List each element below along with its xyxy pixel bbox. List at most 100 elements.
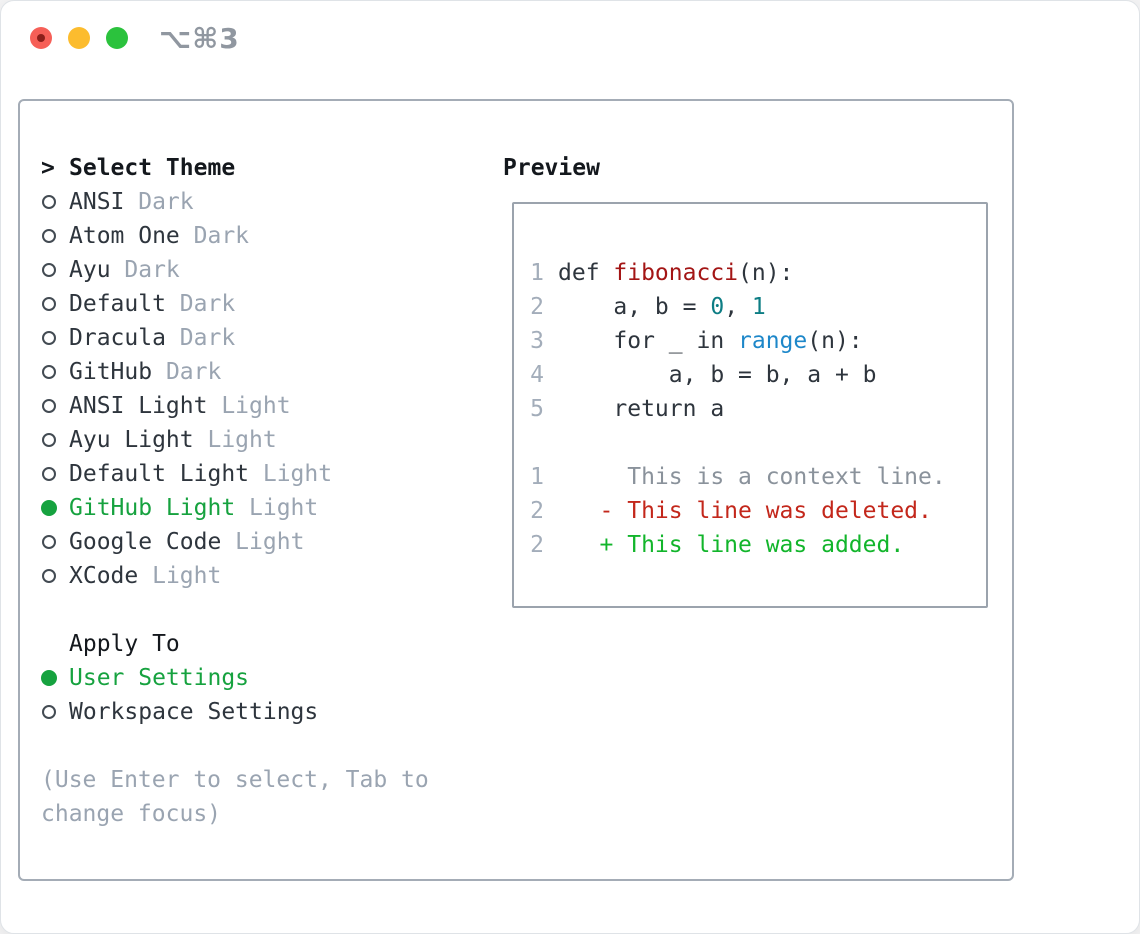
apply-option-label: Workspace Settings [69, 699, 319, 725]
line-content: + This line was added. [558, 528, 905, 562]
apply-to-header: Apply To [41, 627, 429, 661]
radio-unselected-icon [42, 263, 56, 277]
theme-option[interactable]: Ayu Light Light [41, 423, 429, 457]
select-theme-title: Select Theme [69, 155, 236, 181]
code-segment-plain: (n): [738, 260, 794, 286]
theme-name: Ayu Light [69, 427, 194, 453]
radio-cell [41, 297, 69, 311]
spacer [41, 593, 429, 627]
theme-name: XCode [69, 563, 139, 589]
select-theme-header: > Select Theme [41, 151, 429, 185]
zoom-button[interactable] [106, 27, 128, 49]
radio-cell [41, 399, 69, 413]
theme-name: GitHub [69, 359, 153, 385]
theme-name: GitHub Light [69, 495, 236, 521]
python-code-line: 4 a, b = b, a + b [530, 358, 946, 392]
theme-variant: Light [249, 461, 333, 487]
line-content: a, b = 0, 1 [558, 290, 765, 324]
radio-cell [41, 569, 69, 583]
spacer [41, 729, 429, 763]
minimize-button[interactable] [68, 27, 90, 49]
radio-cell [41, 670, 69, 686]
python-code-line: 3 for _ in range(n): [530, 324, 946, 358]
radio-cell [41, 535, 69, 549]
diff-line: 2 - This line was deleted. [530, 494, 946, 528]
theme-name: Default Light [69, 461, 250, 487]
line-content: def fibonacci(n): [558, 256, 793, 290]
radio-unselected-icon [42, 433, 56, 447]
theme-name: Google Code [69, 529, 222, 555]
radio-cell [41, 195, 69, 209]
python-code-line: 2 a, b = 0, 1 [530, 290, 946, 324]
theme-variant: Dark [110, 257, 180, 283]
diff-line: 2 + This line was added. [530, 528, 946, 562]
apply-to-option[interactable]: Workspace Settings [41, 695, 429, 729]
code-segment-added: + This line was added. [558, 532, 905, 558]
code-segment-plain: a, b = [558, 294, 711, 320]
theme-option[interactable]: ANSI Dark [41, 185, 429, 219]
radio-cell [41, 229, 69, 243]
traffic-lights [30, 27, 128, 49]
apply-to-option[interactable]: User Settings [41, 661, 429, 695]
radio-unselected-icon [42, 705, 56, 719]
theme-option[interactable]: Dracula Dark [41, 321, 429, 355]
theme-option[interactable]: Atom One Dark [41, 219, 429, 253]
theme-option[interactable]: ANSI Light Light [41, 389, 429, 423]
apply-option-label: User Settings [69, 665, 250, 691]
theme-variant: Dark [124, 189, 194, 215]
radio-cell [41, 433, 69, 447]
apply-to-title: Apply To [69, 631, 180, 657]
theme-option[interactable]: Google Code Light [41, 525, 429, 559]
radio-unselected-icon [42, 195, 56, 209]
theme-option[interactable]: Default Light Light [41, 457, 429, 491]
theme-option[interactable]: XCode Light [41, 559, 429, 593]
code-segment-builtin: range [738, 328, 808, 354]
radio-unselected-icon [42, 467, 56, 481]
close-button[interactable] [30, 27, 52, 49]
theme-variant: Light [221, 529, 305, 555]
radio-cell [41, 500, 69, 516]
preview-title: Preview [503, 155, 600, 181]
keyboard-hint: (Use Enter to select, Tab to change focus… [41, 763, 429, 831]
radio-cell [41, 705, 69, 719]
hint-line: change focus) [41, 801, 222, 827]
close-dot-icon [37, 34, 45, 42]
theme-name: Ayu [69, 257, 111, 283]
theme-variant: Dark [152, 359, 222, 385]
radio-selected-icon [41, 670, 57, 686]
radio-unselected-icon [42, 365, 56, 379]
theme-name: Dracula [69, 325, 166, 351]
radio-unselected-icon [42, 399, 56, 413]
hint-line: (Use Enter to select, Tab to [41, 767, 429, 793]
code-segment-plain: (n): [807, 328, 863, 354]
theme-variant: Dark [165, 291, 236, 317]
theme-variant: Light [193, 427, 277, 453]
line-number: 1 [530, 260, 544, 286]
python-code-line: 1 def fibonacci(n): [530, 256, 946, 290]
theme-option[interactable]: Ayu Dark [41, 253, 429, 287]
window-shortcut-title: ⌥⌘3 [159, 21, 240, 55]
line-number: 2 [530, 294, 544, 320]
code-segment-deleted: - This line was deleted. [558, 498, 932, 524]
theme-name: Atom One [69, 223, 180, 249]
line-content: for _ in range(n): [558, 324, 863, 358]
theme-variant: Light [207, 393, 291, 419]
spacer [530, 426, 946, 460]
radio-selected-icon [41, 500, 57, 516]
theme-option[interactable]: Default Dark [41, 287, 429, 321]
theme-name: ANSI [69, 189, 125, 215]
code-segment-plain: a, b = b, a + b [558, 362, 877, 388]
theme-option[interactable]: GitHub Dark [41, 355, 429, 389]
theme-option[interactable]: GitHub Light Light [41, 491, 429, 525]
radio-cell [41, 365, 69, 379]
line-number: 1 [530, 464, 544, 490]
theme-variant: Light [235, 495, 319, 521]
line-content: a, b = b, a + b [558, 358, 877, 392]
radio-cell [41, 467, 69, 481]
code-segment-plain: return a [558, 396, 725, 422]
